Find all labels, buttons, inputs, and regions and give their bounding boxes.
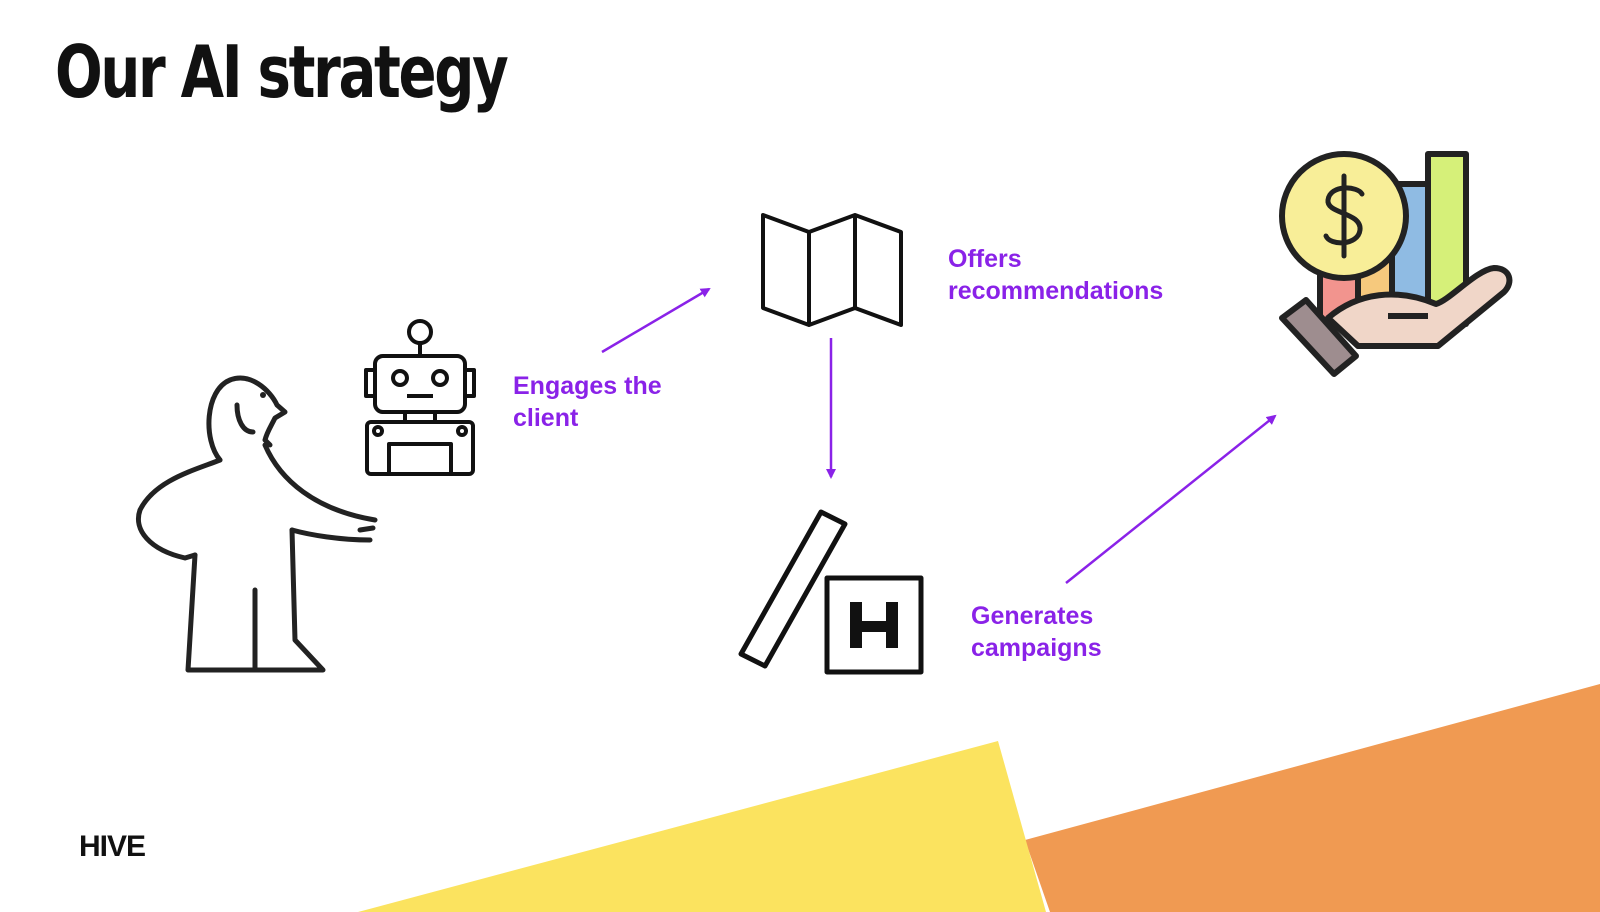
box-icon [738, 509, 924, 675]
orange-shape [1025, 684, 1600, 912]
robot-icon [364, 319, 476, 476]
arrow-engage-to-offer [601, 287, 711, 354]
money-growth-icon [1279, 151, 1513, 377]
label-generates-campaigns: Generates campaigns [971, 602, 1102, 662]
yellow-shape [358, 741, 1046, 912]
page-title: Our AI strategy [55, 30, 509, 114]
label-engages-client: Engages the client [513, 372, 662, 432]
label-offers-recommendations: Offers recommendations [948, 245, 1164, 305]
person-icon [136, 375, 378, 673]
hive-logo: HIVE [79, 830, 146, 863]
map-icon [761, 213, 903, 327]
arrow-generate-to-money [1065, 414, 1277, 584]
